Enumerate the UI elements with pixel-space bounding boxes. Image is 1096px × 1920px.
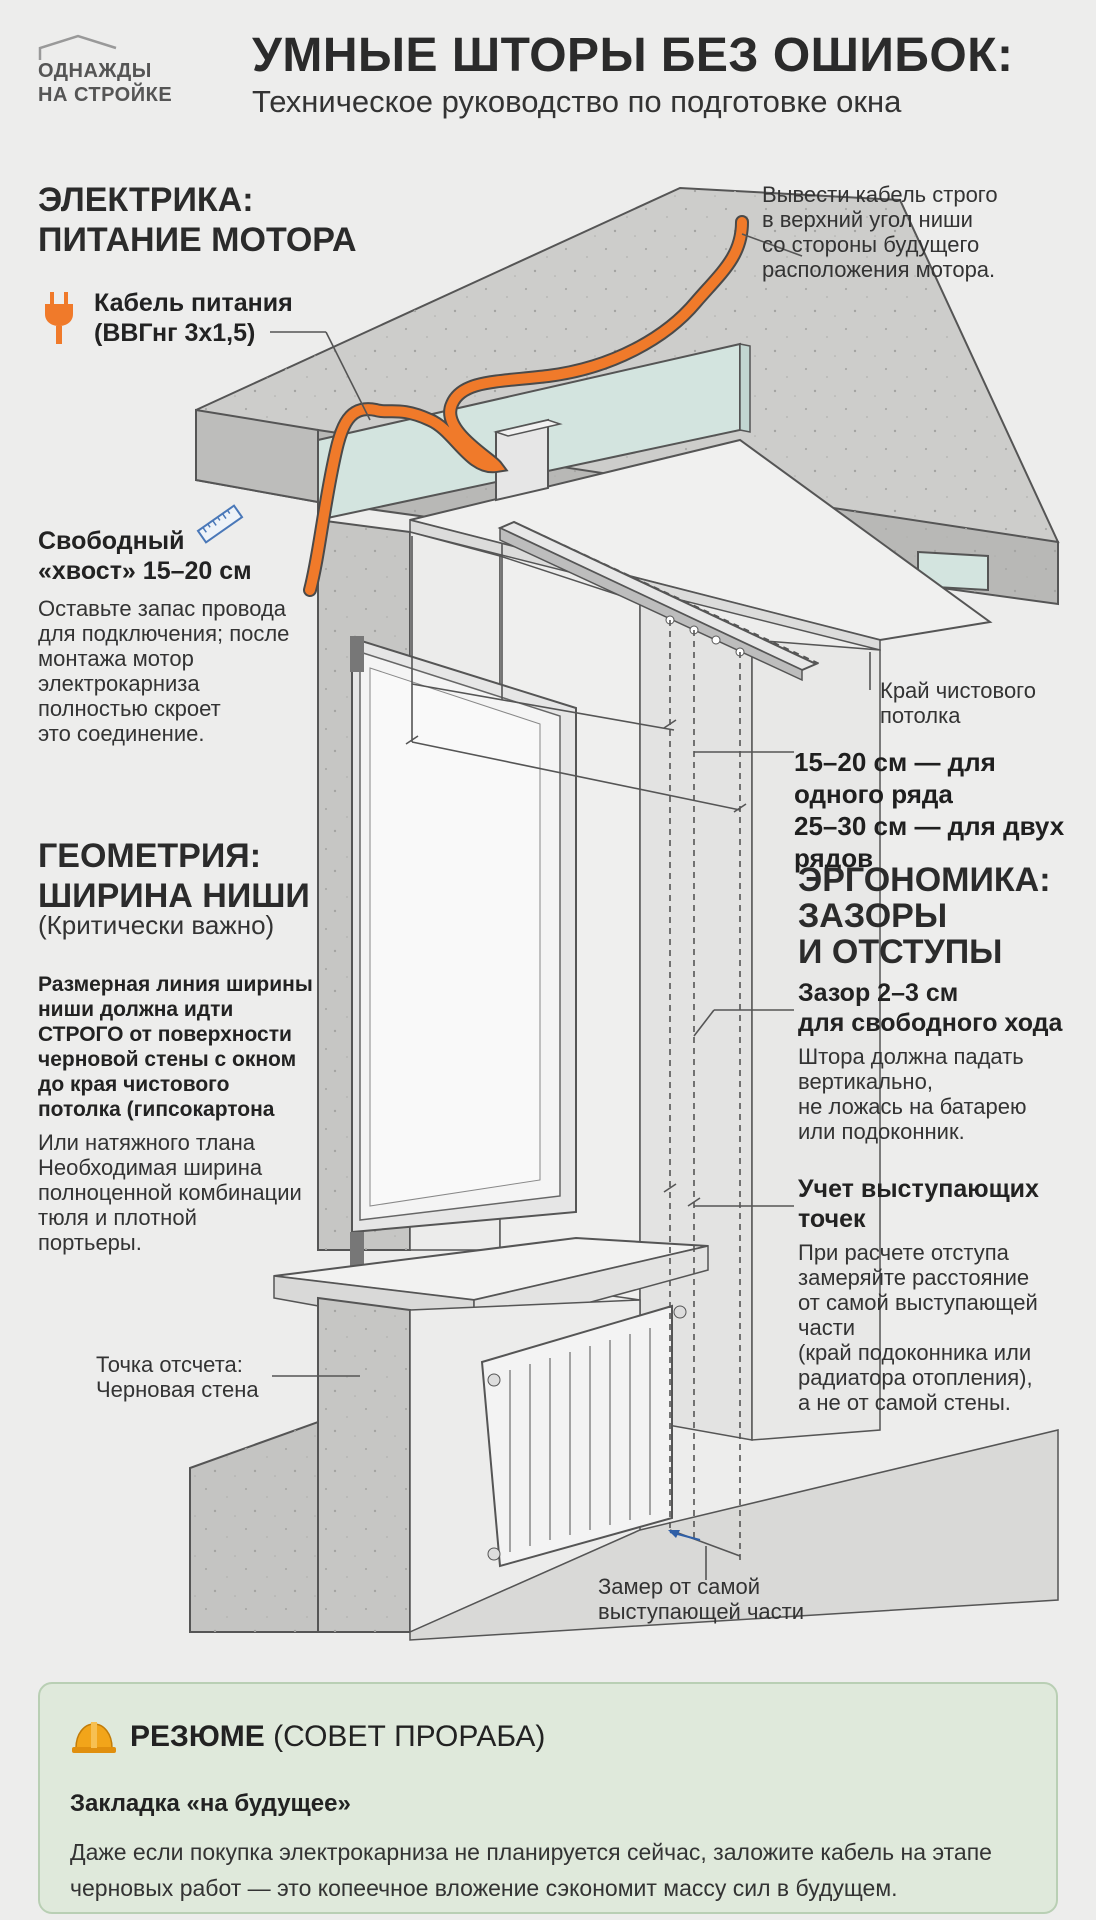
geometry-bold-text: Размерная линия ширины ниши должна идти … — [38, 972, 313, 1122]
free-tail-title-line1: Свободный — [38, 527, 185, 555]
protruding-text-line: замеряйте расстояние — [798, 1265, 1030, 1290]
free-tail-line: это соединение. — [38, 721, 205, 746]
protruding-text-line: от самой выступающей — [798, 1290, 1038, 1315]
summary-box: РЕЗЮМЕ (СОВЕТ ПРОРАБА) Закладка «на буду… — [38, 1682, 1058, 1914]
free-tail-line: полностью скроет — [38, 696, 221, 721]
summary-subtitle: Закладка «на будущее» — [70, 1790, 351, 1817]
protruding-title-line: точек — [798, 1205, 866, 1233]
geometry-heading: ГЕОМЕТРИЯ: ШИРИНА НИШИ — [38, 836, 310, 916]
cable-label-line2: (ВВГнг 3х1,5) — [94, 319, 256, 347]
cable-routing-line: Вывести кабель строго — [762, 182, 998, 207]
cable-routing-note: Вывести кабель строго в верхний угол ниш… — [762, 182, 998, 282]
rail-depth-line: 25–30 см — для двух — [794, 811, 1065, 841]
geometry-bold-line: Размерная линия ширины — [38, 973, 313, 996]
ceiling-edge-line: Край чистового — [880, 678, 1036, 703]
geometry-bold-line: СТРОГО от поверхности — [38, 1023, 292, 1046]
geometry-bold-line: потолка (гипсокартона — [38, 1098, 275, 1121]
gap-title-line: Зазор 2–3 см — [798, 979, 959, 1007]
junction-box — [493, 418, 563, 502]
gap-text-line: Штора должна падать — [798, 1044, 1024, 1069]
free-tail-line: для подключения; после — [38, 621, 290, 646]
free-tail-line: Оставьте запас провода — [38, 596, 287, 621]
ergonomics-heading: ЭРГОНОМИКА: ЗАЗОРЫ И ОТСТУПЫ — [798, 862, 1051, 970]
rail-depth-line: одного ряда — [794, 779, 953, 809]
geometry-bold-line: до края чистового — [38, 1073, 230, 1096]
reference-point-line: Точка отсчета: — [96, 1352, 243, 1377]
page-title: УМНЫЕ ШТОРЫ БЕЗ ОШИБОК: — [252, 29, 1014, 82]
hard-hat-icon — [72, 1722, 116, 1753]
cable-label: Кабель питания (ВВГнг 3х1,5) — [94, 288, 293, 348]
reference-point-label: Точка отсчета: Черновая стена — [96, 1352, 259, 1402]
gap-text-line: не ложась на батарею — [798, 1094, 1027, 1119]
gap-title: Зазор 2–3 см для свободного хода — [798, 978, 1062, 1038]
brand-line2: НА СТРОЙКЕ — [38, 84, 173, 106]
protruding-text-line: При расчете отступа — [798, 1240, 1009, 1265]
ceiling-edge-label: Край чистового потолка — [880, 678, 1036, 728]
free-tail-line: монтажа мотор — [38, 646, 194, 671]
protruding-text-line: а не от самой стены. — [798, 1390, 1011, 1415]
summary-title-bold: РЕЗЮМЕ — [130, 1720, 265, 1753]
geometry-text: Или натяжного тлана Необходимая ширина п… — [38, 1130, 302, 1255]
rail-depth-line: 15–20 см — для — [794, 747, 996, 777]
measure-line: выступающей части — [598, 1599, 805, 1624]
brand-logo: ОДНАЖДЫ НА СТРОЙКЕ — [38, 34, 198, 114]
power-plug-icon — [45, 292, 73, 344]
geometry-line: тюля и плотной — [38, 1205, 197, 1230]
electrics-heading-line2: ПИТАНИЕ МОТОРА — [38, 221, 357, 259]
geometry-line: портьеры. — [38, 1230, 142, 1255]
electrics-heading: ЭЛЕКТРИКА: ПИТАНИЕ МОТОРА — [38, 180, 357, 260]
gap-text-line: или подоконник. — [798, 1119, 965, 1144]
geometry-note: (Критически важно) — [38, 910, 275, 940]
protruding-text-line: радиатора отопления), — [798, 1365, 1033, 1390]
geometry-heading-line1: ГЕОМЕТРИЯ: — [38, 837, 262, 875]
free-tail-title: Свободный «хвост» 15–20 см — [38, 526, 252, 586]
geometry-bold-line: черновой стены с окном — [38, 1048, 297, 1071]
cable-label-line1: Кабель питания — [94, 289, 293, 317]
page-subtitle: Техническое руководство по подготовке ок… — [252, 84, 902, 119]
dimension-lines — [270, 233, 871, 1580]
protruding-text-line: части — [798, 1315, 856, 1340]
measure-arrow — [668, 1530, 701, 1541]
electrics-heading-line1: ЭЛЕКТРИКА: — [38, 181, 254, 219]
geometry-line: полноценной комбинации — [38, 1180, 302, 1205]
measure-line: Замер от самой — [598, 1574, 761, 1599]
rail-depth-line: рядов — [794, 843, 874, 873]
protruding-title-line: Учет выступающих — [798, 1175, 1039, 1203]
measure-label: Замер от самой выступающей части — [598, 1574, 804, 1624]
brand-line1: ОДНАЖДЫ — [38, 60, 152, 82]
protruding-text-line: (край подоконника или — [798, 1340, 1032, 1365]
house-outline-icon — [38, 34, 117, 60]
summary-title-rest: (СОВЕТ ПРОРАБА) — [264, 1720, 546, 1753]
ergonomics-heading-line: ЭРГОНОМИКА: — [798, 861, 1051, 899]
ruler-icon — [196, 504, 244, 544]
cable-routing-line: в верхний угол ниши — [762, 207, 973, 232]
free-tail-text: Оставьте запас провода для подключения; … — [38, 596, 289, 746]
rail-depth-label: 15–20 см — для одного ряда 25–30 см — дл… — [794, 746, 1064, 874]
cable-routing-line: расположения мотора. — [762, 257, 996, 282]
ergonomics-heading-line: И ОТСТУПЫ — [798, 933, 1003, 971]
window — [350, 636, 577, 1268]
geometry-bold-line: ниши должна идти — [38, 998, 234, 1021]
free-tail-line: электрокарниза — [38, 671, 200, 696]
ergonomics-heading-line: ЗАЗОРЫ — [798, 897, 948, 935]
summary-text: Даже если покупка электрокарниза не план… — [70, 1839, 992, 1901]
gap-text: Штора должна падать вертикально, не ложа… — [798, 1044, 1026, 1144]
free-tail-title-line2: «хвост» 15–20 см — [38, 557, 252, 585]
summary-title: РЕЗЮМЕ (СОВЕТ ПРОРАБА) — [130, 1720, 545, 1754]
cable-routing-line: со стороны будущего — [762, 232, 980, 257]
reference-point-line: Черновая стена — [96, 1377, 259, 1402]
ceiling-edge-line: потолка — [880, 703, 961, 728]
geometry-line: Необходимая ширина — [38, 1155, 263, 1180]
gap-text-line: вертикально, — [798, 1069, 933, 1094]
geometry-heading-line2: ШИРИНА НИШИ — [38, 877, 310, 915]
protruding-points-title: Учет выступающих точек — [798, 1174, 1039, 1234]
geometry-line: Или натяжного тлана — [38, 1130, 255, 1155]
radiator — [480, 1304, 687, 1568]
gap-title-line: для свободного хода — [798, 1009, 1063, 1037]
protruding-points-text: При расчете отступа замеряйте расстояние… — [798, 1240, 1038, 1415]
